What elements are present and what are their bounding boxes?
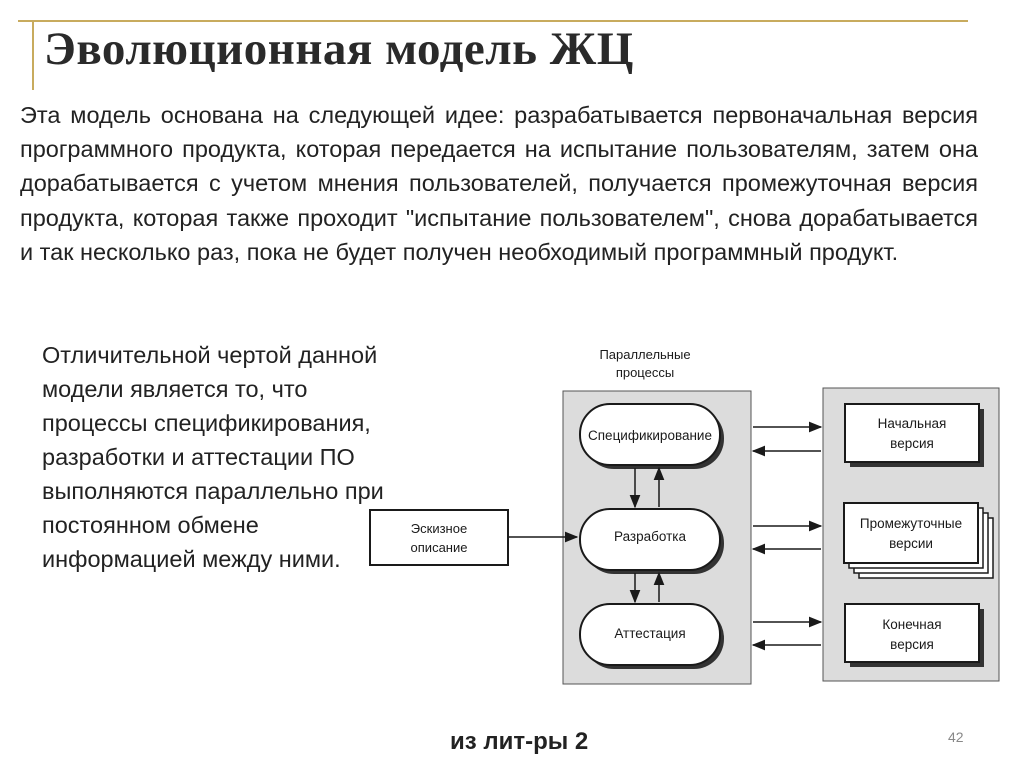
sketch-label-line2: описание bbox=[411, 540, 468, 555]
side-paragraph: Отличительной чертой данной модели являе… bbox=[42, 342, 384, 572]
process-development-label: Разработка bbox=[614, 529, 686, 544]
title-left-rule bbox=[32, 20, 34, 90]
process-specification-label: Спецификирование bbox=[588, 428, 712, 443]
version-initial: Начальная версия bbox=[844, 403, 984, 467]
page-number: 42 bbox=[948, 729, 964, 745]
process-development: Разработка bbox=[579, 508, 724, 574]
process-specification: Спецификирование bbox=[579, 403, 724, 469]
version-intermediate-line2: версии bbox=[889, 536, 933, 551]
version-intermediate: Промежуточные версии bbox=[843, 502, 994, 579]
parallel-label-line2: процессы bbox=[616, 365, 674, 380]
process-attestation: Аттестация bbox=[579, 603, 724, 669]
intro-paragraph: Эта модель основана на следующей идее: р… bbox=[20, 102, 978, 265]
slide-title: Эволюционная модель ЖЦ bbox=[44, 23, 634, 75]
version-final: Конечная версия bbox=[844, 603, 984, 667]
version-final-line1: Конечная bbox=[882, 617, 941, 632]
sketch-label-line1: Эскизное bbox=[411, 521, 467, 536]
evolution-diagram: Параллельные процессы Эскизное описание … bbox=[369, 347, 1000, 685]
process-attestation-label: Аттестация bbox=[614, 626, 685, 641]
version-initial-line2: версия bbox=[890, 436, 934, 451]
title-top-rule bbox=[18, 20, 968, 22]
parallel-label-line1: Параллельные bbox=[599, 347, 690, 362]
source-note: из лит-ры 2 bbox=[450, 728, 589, 755]
version-final-line2: версия bbox=[890, 637, 934, 652]
version-intermediate-line1: Промежуточные bbox=[860, 516, 962, 531]
version-initial-line1: Начальная bbox=[878, 416, 947, 431]
sketch-box: Эскизное описание bbox=[369, 509, 509, 566]
